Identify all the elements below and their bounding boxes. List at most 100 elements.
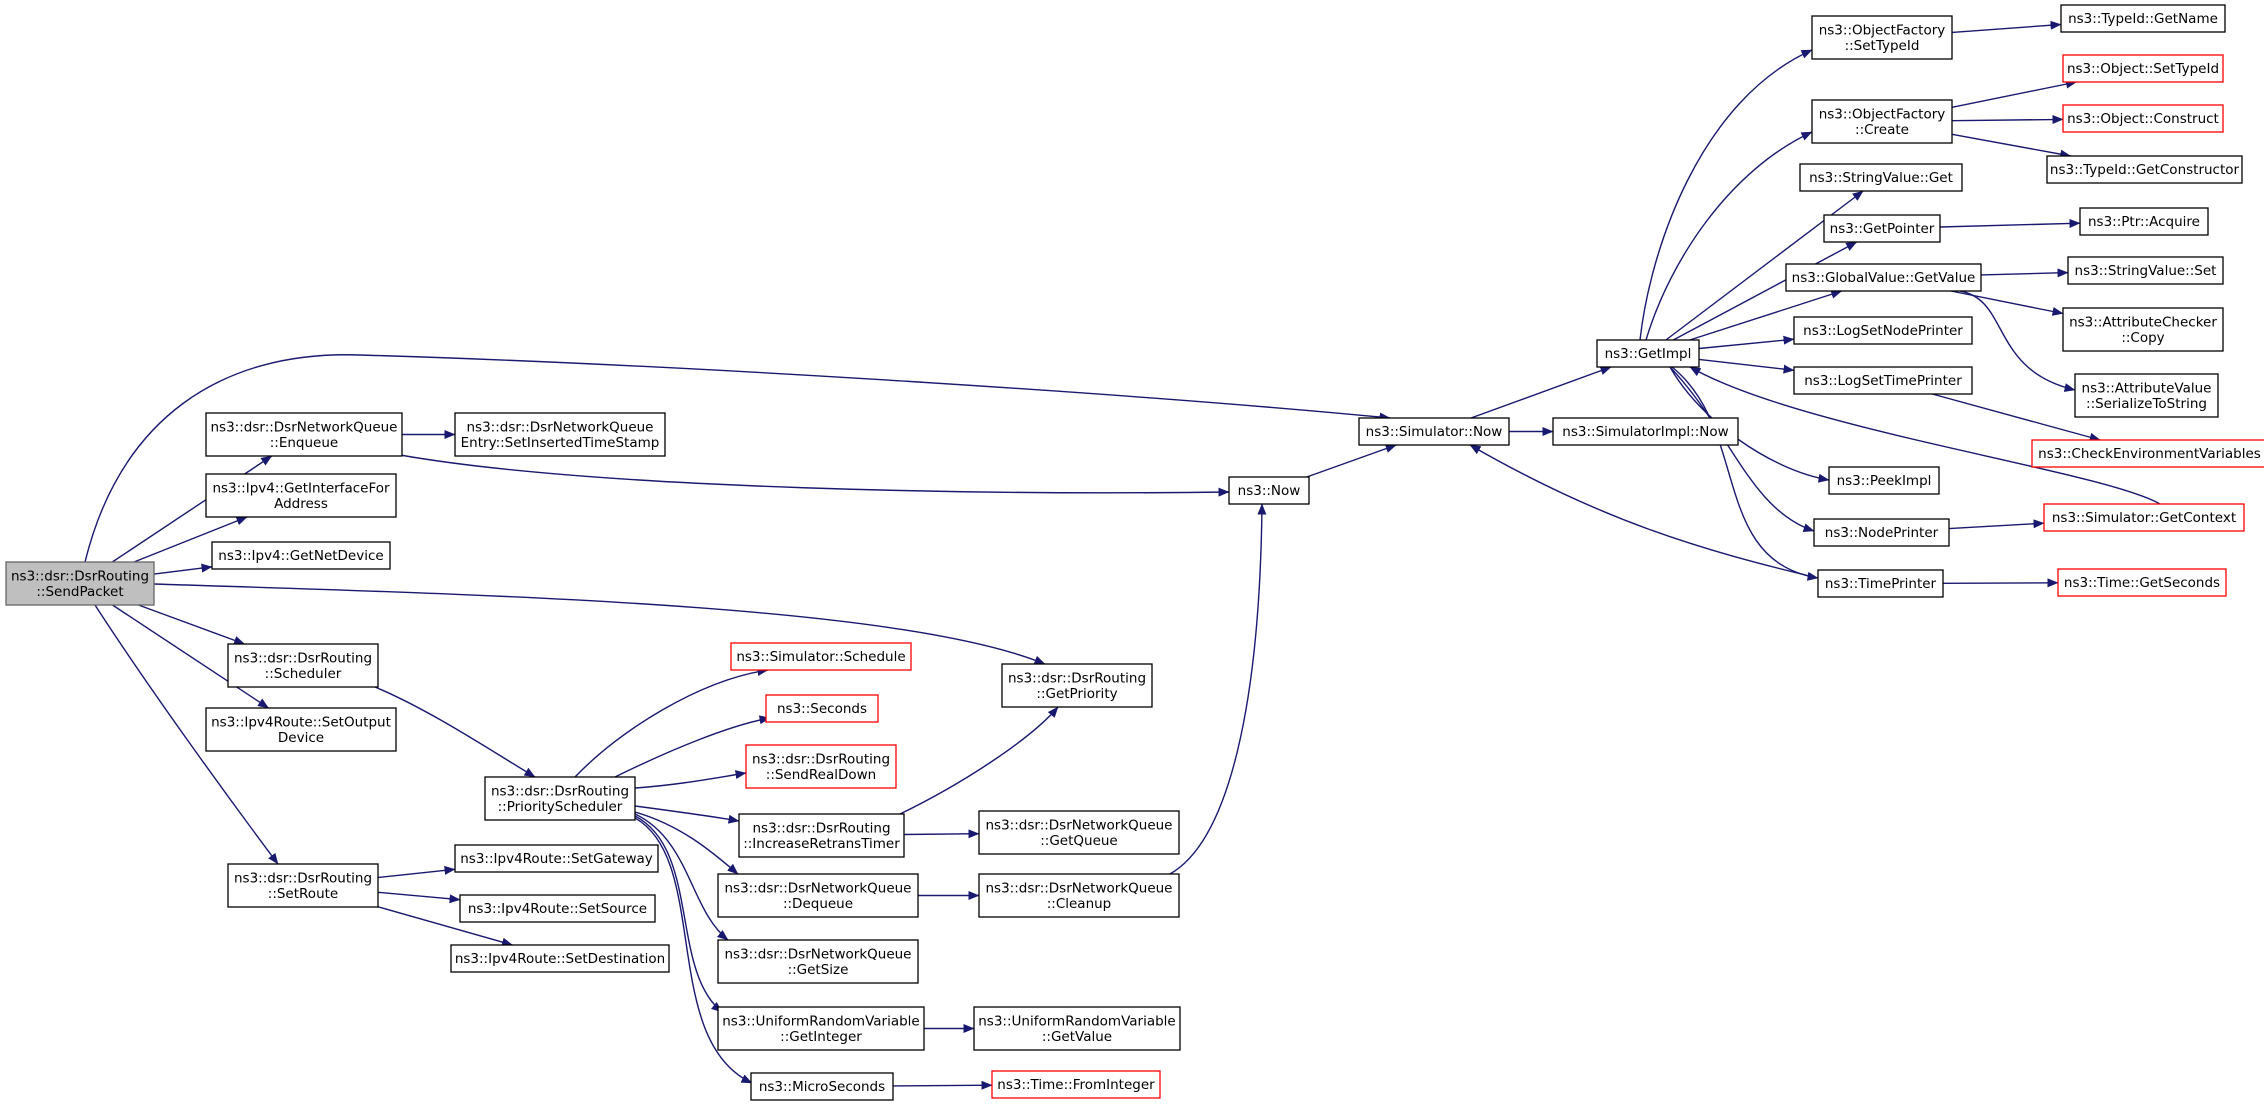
node-send-real-down[interactable]: ns3::dsr::DsrRouting::SendRealDown <box>745 744 897 789</box>
edge-prio_sched-to-microseconds <box>634 817 753 1084</box>
edge-time_printer-to-sim_now <box>1469 444 1819 579</box>
node-inc-retrans[interactable]: ns3::dsr::DsrRouting::IncreaseRetransTim… <box>738 813 905 858</box>
node-box <box>750 1072 894 1101</box>
node-label-line: ::SerializeToString <box>2086 396 2207 412</box>
node-ptr-acquire[interactable]: ns3::Ptr::Acquire <box>2079 207 2209 236</box>
node-box <box>1228 476 1310 505</box>
node-box <box>2062 54 2224 83</box>
node-label-line: ns3::Simulator::Schedule <box>736 649 905 665</box>
node-label-line: ns3::dsr::DsrRouting <box>752 751 890 767</box>
node-peek-impl[interactable]: ns3::PeekImpl <box>1828 466 1940 495</box>
node-dsr-setroute[interactable]: ns3::dsr::DsrRouting::SetRoute <box>227 863 379 908</box>
node-label-line: ::SendPacket <box>36 584 123 600</box>
edge-line <box>634 813 729 941</box>
node-of-create[interactable]: ns3::ObjectFactory::Create <box>1811 99 1953 144</box>
node-box <box>2062 104 2224 133</box>
node-sv-get[interactable]: ns3::StringValue::Get <box>1799 163 1963 192</box>
edge-prio_sched-to-inc_retrans <box>634 805 740 824</box>
node-nq-getsize[interactable]: ns3::dsr::DsrNetworkQueue::GetSize <box>717 939 919 984</box>
node-sim-schedule[interactable]: ns3::Simulator::Schedule <box>730 642 912 671</box>
edge-line <box>1169 503 1267 875</box>
node-urv-getvalue[interactable]: ns3::UniformRandomVariable::GetValue <box>973 1006 1181 1051</box>
node-sv-set[interactable]: ns3::StringValue::Set <box>2067 256 2224 285</box>
node-obj-settypeid[interactable]: ns3::Object::SetTypeId <box>2062 54 2224 83</box>
node-typeid-getctor[interactable]: ns3::TypeId::GetConstructor <box>2046 155 2243 184</box>
node-route-setsrc[interactable]: ns3::Ipv4Route::SetSource <box>459 894 656 923</box>
node-obj-construct[interactable]: ns3::Object::Construct <box>2062 104 2224 133</box>
edge-send_packet-to-route_setout <box>112 604 269 709</box>
node-label-line: ns3::GetImpl <box>1605 346 1692 362</box>
node-label-line: ns3::LogSetTimePrinter <box>1804 373 1962 389</box>
edge-of_settypeid-to-typeid_getname <box>1951 20 2062 34</box>
edge-dsr_setroute-to-route_setsrc <box>377 891 461 904</box>
node-get-priority[interactable]: ns3::dsr::DsrRouting::GetPriority <box>1001 663 1153 708</box>
edge-time_printer-to-time_getseconds <box>1942 578 2059 588</box>
edge-send_packet-to-dsr_setroute <box>94 604 279 865</box>
node-label-line: ::Scheduler <box>265 666 342 682</box>
node-label-line: ns3::StringValue::Get <box>1809 170 1953 186</box>
node-nq-getqueue[interactable]: ns3::dsr::DsrNetworkQueue::GetQueue <box>978 810 1180 855</box>
edge-dsr_setroute-to-route_setdst <box>377 906 513 947</box>
node-of-settypeid[interactable]: ns3::ObjectFactory::SetTypeId <box>1811 15 1953 60</box>
node-typeid-getname[interactable]: ns3::TypeId::GetName <box>2060 4 2226 33</box>
node-label-line: ns3::dsr::DsrNetworkQueue <box>725 880 912 896</box>
node-box <box>2079 207 2209 236</box>
node-urv-getint[interactable]: ns3::UniformRandomVariable::GetInteger <box>717 1006 925 1051</box>
node-label-line: ns3::Ipv4Route::SetSource <box>468 901 647 917</box>
node-box <box>1001 663 1153 708</box>
node-dsr-scheduler[interactable]: ns3::dsr::DsrRouting::Scheduler <box>227 643 379 688</box>
node-ac-copy[interactable]: ns3::AttributeChecker::Copy <box>2062 307 2224 352</box>
node-label-line: ::Dequeue <box>783 896 853 912</box>
node-seconds[interactable]: ns3::Seconds <box>765 694 879 723</box>
edge-line <box>133 516 248 563</box>
edge-prio_sched-to-sim_schedule <box>574 667 769 778</box>
node-ipv4-getdev[interactable]: ns3::Ipv4::GetNetDevice <box>211 541 391 570</box>
edge-line <box>377 906 513 947</box>
node-microseconds[interactable]: ns3::MicroSeconds <box>750 1072 894 1101</box>
node-nqe-setts[interactable]: ns3::dsr::DsrNetworkQueueEntry::SetInser… <box>454 412 666 457</box>
node-label-line: ::Enqueue <box>270 435 338 451</box>
node-label-line: ns3::TypeId::GetName <box>2068 11 2218 27</box>
edge-line <box>1698 358 1795 374</box>
node-box <box>1552 417 1739 446</box>
node-route-setdst[interactable]: ns3::Ipv4Route::SetDestination <box>450 944 670 973</box>
node-label-line: ns3::TypeId::GetConstructor <box>2050 162 2240 178</box>
node-send-packet[interactable]: ns3::dsr::DsrRouting::SendPacket <box>5 561 155 606</box>
node-box <box>745 744 897 789</box>
node-label-line: ns3::GlobalValue::GetValue <box>1792 270 1976 286</box>
node-sim-getcontext[interactable]: ns3::Simulator::GetContext <box>2043 503 2245 532</box>
node-node-printer[interactable]: ns3::NodePrinter <box>1813 518 1950 547</box>
node-get-impl[interactable]: ns3::GetImpl <box>1596 339 1700 368</box>
node-sim-now[interactable]: ns3::Simulator::Now <box>1358 417 1510 446</box>
node-prio-sched[interactable]: ns3::dsr::DsrRouting::PriorityScheduler <box>484 776 636 821</box>
node-check-env[interactable]: ns3::CheckEnvironmentVariables <box>2031 439 2264 468</box>
node-now[interactable]: ns3::Now <box>1228 476 1310 505</box>
node-get-pointer[interactable]: ns3::GetPointer <box>1823 214 1941 243</box>
node-label-line: ns3::dsr::DsrNetworkQueue <box>211 419 398 435</box>
node-log-nodeprinter[interactable]: ns3::LogSetNodePrinter <box>1793 316 1973 345</box>
edge-line <box>94 604 279 865</box>
edge-line <box>899 706 1059 815</box>
node-nq-dequeue[interactable]: ns3::dsr::DsrNetworkQueue::Dequeue <box>717 873 919 918</box>
node-nq-enqueue[interactable]: ns3::dsr::DsrNetworkQueue::Enqueue <box>205 412 403 457</box>
node-time-printer[interactable]: ns3::TimePrinter <box>1817 569 1944 598</box>
edge-get_pointer-to-ptr_acquire <box>1939 218 2081 228</box>
edge-line <box>1951 79 2077 108</box>
edge-send_packet-to-ipv4_getif <box>133 516 248 563</box>
node-time-fromint[interactable]: ns3::Time::FromInteger <box>991 1070 1161 1099</box>
node-nq-cleanup[interactable]: ns3::dsr::DsrNetworkQueue::Cleanup <box>978 873 1180 918</box>
edge-of_create-to-obj_construct <box>1951 115 2064 125</box>
edge-gv_getvalue-to-sv_set <box>1980 268 2069 278</box>
node-route-setgw[interactable]: ns3::Ipv4Route::SetGateway <box>454 844 659 873</box>
node-av-serialize[interactable]: ns3::AttributeValue::SerializeToString <box>2074 373 2219 418</box>
node-time-getseconds[interactable]: ns3::Time::GetSeconds <box>2057 568 2227 597</box>
node-log-timeprinter[interactable]: ns3::LogSetTimePrinter <box>1793 366 1973 395</box>
node-simimpl-now[interactable]: ns3::SimulatorImpl::Now <box>1552 417 1739 446</box>
node-gv-getvalue[interactable]: ns3::GlobalValue::GetValue <box>1785 263 1982 292</box>
node-box <box>765 694 879 723</box>
edge-line <box>1639 49 1813 341</box>
node-label-line: ns3::MicroSeconds <box>759 1079 885 1095</box>
